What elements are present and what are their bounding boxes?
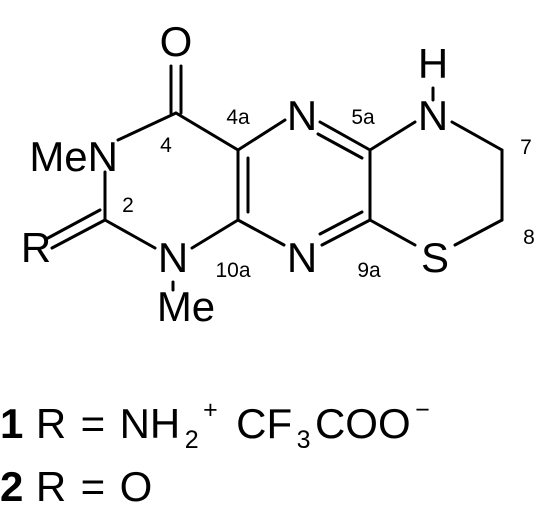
atom-o: O (160, 18, 193, 65)
atom-h: H (418, 40, 448, 87)
bond-c4-c4a (174, 111, 240, 152)
bond-c5a-n6 (368, 120, 417, 152)
bond-n10-c10a (236, 218, 286, 247)
locant-c4a: 4a (226, 106, 250, 129)
compound-1-sup-plus: + (203, 396, 218, 424)
compound-2-equals: = (81, 463, 106, 510)
bond-c8-s (453, 218, 504, 247)
atom-r: R (21, 224, 51, 271)
atom-labels: O MeN N H N R N Me N S (21, 18, 449, 330)
bond-n5-c5a-double (316, 132, 364, 160)
bond-n6-c7 (450, 120, 504, 152)
compound-1-counterion: CF (236, 400, 292, 447)
locant-c2: 2 (122, 194, 134, 217)
bond-c4a-n5 (236, 118, 287, 152)
bond-c2-r-double (46, 208, 102, 240)
compound-1-sup-minus: − (415, 396, 430, 424)
locant-c8: 8 (523, 226, 535, 249)
compound-1-group: NH (120, 400, 181, 447)
atom-n1-me: Me (157, 283, 215, 330)
bond-s-c9a (368, 218, 417, 247)
atom-n6: N (418, 92, 448, 139)
bond-c9a-n10 (320, 218, 372, 247)
atom-n10: N (287, 234, 317, 281)
atom-n5: N (287, 92, 317, 139)
locant-c9a: 9a (357, 259, 381, 282)
compound-caption-1: 1 R = NH 2 + CF 3 COO − (0, 396, 430, 454)
compound-2-group: O (120, 463, 153, 510)
bond-c2-r (50, 218, 107, 250)
locant-c4: 4 (160, 134, 172, 157)
compound-1-sub-2: 2 (185, 426, 199, 454)
compound-number-1: 1 (0, 400, 23, 447)
atom-me-n3: MeN (29, 133, 118, 180)
locant-c5a: 5a (351, 106, 375, 129)
compound-1-equals: = (81, 400, 106, 447)
compound-number-2: 2 (0, 463, 23, 510)
bond-lines (46, 64, 504, 292)
compound-1-sub-3: 3 (297, 426, 311, 454)
svg-text:2 R = O: 2 R = O (0, 463, 152, 510)
bond-n3-c4 (116, 111, 178, 142)
atom-s: S (421, 234, 449, 281)
compound-1-tail: COO (315, 400, 411, 447)
atom-n1: N (158, 234, 188, 281)
locant-c10a: 10a (215, 259, 250, 282)
compound-2-r: R (36, 463, 66, 510)
bond-c9a-n10-double (318, 210, 364, 236)
compound-caption-2: 2 R = O (0, 463, 152, 510)
svg-text:1 R = NH: 1 R = NH 2 + CF 3 COO − (0, 396, 430, 454)
bond-n5-c5a (318, 120, 372, 152)
locant-labels: 4 4a 5a 7 2 8 10a 9a (122, 106, 535, 282)
locant-c7: 7 (520, 136, 532, 159)
compound-1-r: R (36, 400, 66, 447)
bond-n1-c2 (103, 218, 157, 250)
bond-c10a-n1 (190, 218, 240, 250)
